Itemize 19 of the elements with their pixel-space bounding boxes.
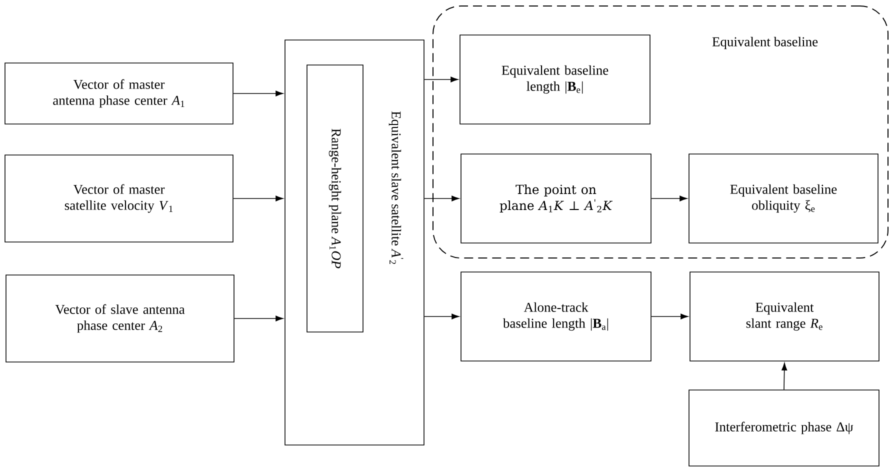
arrow	[233, 196, 284, 202]
arrow	[424, 76, 458, 82]
arrow	[651, 196, 688, 202]
process-box: Vector of master antenna phase center A$_{1}$	[4, 62, 234, 124]
arrow	[234, 316, 284, 322]
arrow	[424, 196, 460, 202]
arrow	[424, 314, 460, 320]
process-box: Interferometric phase Δψ	[688, 390, 880, 466]
process-box: Equivalent baseline length |B$_{e}$|	[460, 34, 650, 124]
process-box: Equivalent baseline obliquity ξ$_{e}$	[688, 154, 878, 244]
process-box: The point on plane A$_{1}$K ⊥ A$^{'}$$_{2}$K	[460, 154, 652, 244]
arrow	[651, 314, 688, 320]
arrow	[782, 362, 788, 390]
process-box: Vector of slave antenna phase center A$_{2}$	[6, 274, 234, 362]
process-box: Equivalent slant range R$_{e}$	[690, 272, 880, 362]
process-box: Vector of master satellite velocity V$_{1}$	[4, 154, 234, 242]
inner-box: Range-height plane A$_{1}$OP	[306, 64, 364, 332]
arrow	[233, 90, 284, 96]
process-box: Alone-track baseline length |B$_{a}$|	[460, 272, 652, 362]
